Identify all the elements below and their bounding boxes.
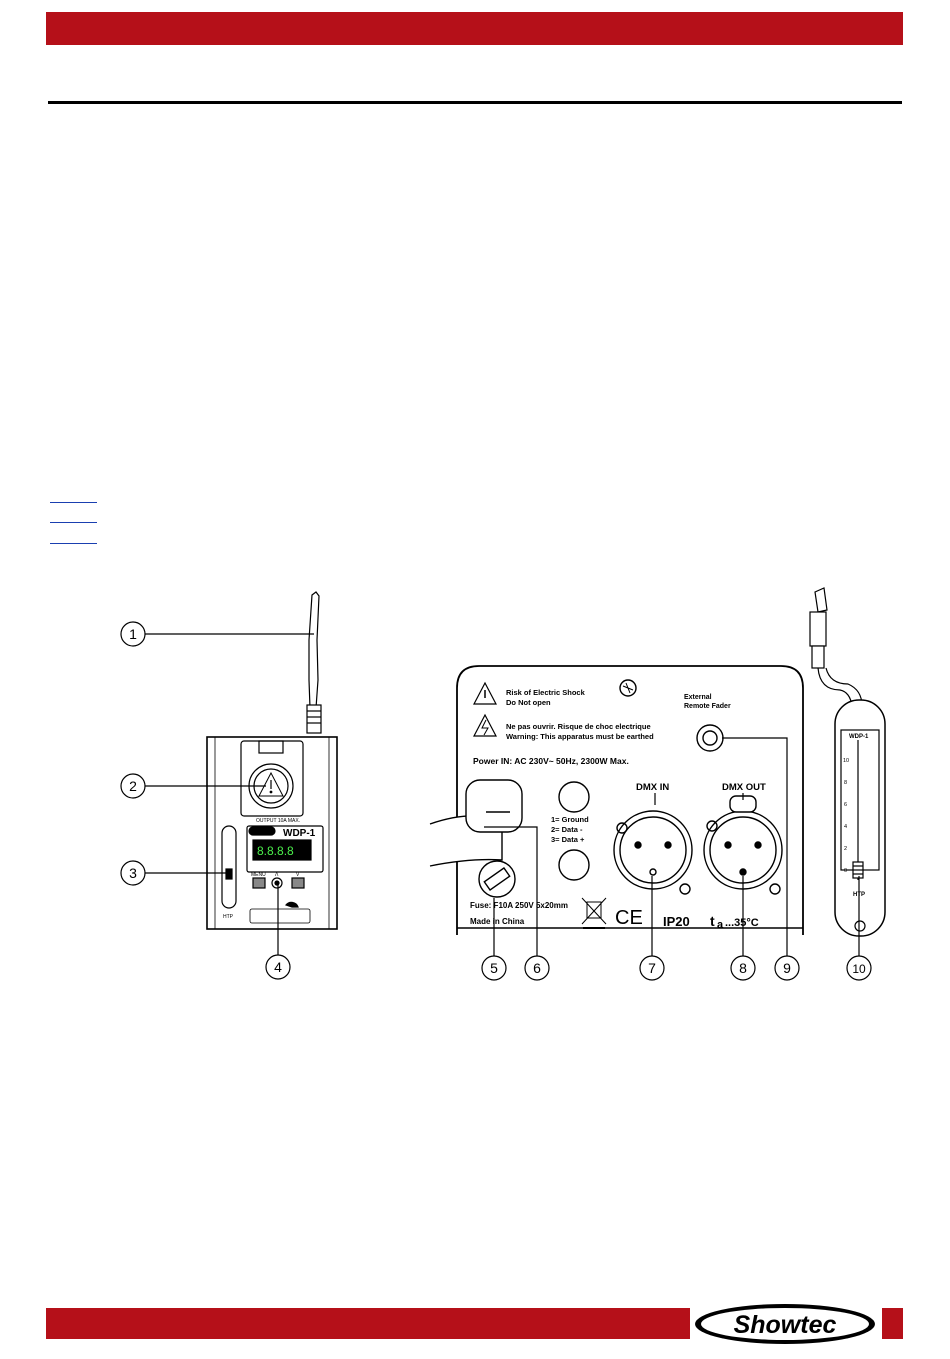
pin-3-label: 3= Data + (551, 835, 585, 844)
footer-bar-end (882, 1308, 903, 1339)
device-up-button-label: Λ (275, 872, 279, 878)
header-rule (48, 101, 902, 104)
ce-mark: CE (615, 907, 643, 929)
footer-bar (46, 1308, 690, 1339)
fuse-label: Fuse: F10A 250V 5x20mm (470, 901, 568, 910)
scale-2: 2 (844, 846, 847, 852)
power-in-label: Power IN: AC 230V~ 50Hz, 2300W Max. (473, 756, 629, 766)
device-model: WDP-1 (283, 828, 316, 839)
scale-10: 10 (843, 758, 849, 764)
callout-numbers: 1 2 3 4 5 6 7 8 9 10 (129, 626, 866, 976)
callout-6: 6 (533, 960, 541, 976)
external-fader-label-1: External (684, 694, 712, 701)
callout-4: 4 (274, 959, 282, 975)
link-underline[interactable] (50, 522, 97, 523)
external-fader-label-2: Remote Fader (684, 703, 731, 710)
temp-prefix: t (710, 913, 715, 929)
showtec-logo: Showtec (695, 1304, 875, 1344)
callout-5: 5 (490, 960, 498, 976)
warning-open: Do Not open (506, 698, 551, 707)
device-output-label: OUTPUT 10A MAX. (256, 818, 300, 824)
callout-circles (120, 621, 872, 981)
warning-earthed: Warning: This apparatus must be earthed (506, 732, 654, 741)
ip-rating: IP20 (663, 914, 690, 929)
antenna-icon (308, 591, 320, 709)
callout-10: 10 (852, 962, 866, 976)
header-bar (46, 12, 903, 45)
product-figure: WDP-1 8.8.8.8 OUTPUT 10A MAX. MENU Λ V H… (120, 587, 886, 981)
pin-1-label: 1= Ground (551, 815, 589, 824)
scale-6: 6 (844, 802, 847, 808)
dmx-in-label: DMX IN (636, 782, 669, 793)
pin-2-label: 2= Data - (551, 825, 583, 834)
logo-text: Showtec (734, 1311, 837, 1339)
back-panel (429, 665, 804, 935)
callout-3: 3 (129, 865, 137, 881)
link-underline[interactable] (50, 543, 97, 544)
device-display: 8.8.8.8 (257, 844, 294, 858)
remote-model: WDP-1 (849, 734, 869, 740)
scale-8: 8 (844, 780, 847, 786)
scale-4: 4 (844, 824, 847, 830)
remote-fader (809, 587, 886, 937)
callout-2: 2 (129, 778, 137, 794)
wdp1-labels: WDP-1 8.8.8.8 OUTPUT 10A MAX. MENU Λ V H… (223, 818, 316, 920)
scale-0: 0 (844, 868, 847, 874)
link-underline[interactable] (50, 502, 97, 503)
callout-leaders (145, 633, 860, 957)
callout-9: 9 (783, 960, 791, 976)
dmx-out-label: DMX OUT (722, 782, 766, 793)
warning-shock: Risk of Electric Shock (506, 688, 586, 697)
callout-7: 7 (648, 960, 656, 976)
temp-value: ...35°C (725, 917, 759, 929)
callout-8: 8 (739, 960, 747, 976)
callout-1: 1 (129, 626, 137, 642)
wdp1-device (206, 591, 338, 930)
temp-subscript: a (717, 919, 724, 931)
device-menu-button-label: MENU (251, 872, 266, 878)
warning-french: Ne pas ouvrir. Risque de choc electrique (506, 722, 651, 731)
back-panel-labels: Risk of Electric Shock Do Not open Ne pa… (470, 688, 766, 931)
made-in-label: Made in China (470, 917, 525, 926)
device-fader-label: HTP (223, 914, 234, 920)
device-down-button-label: V (296, 872, 300, 878)
